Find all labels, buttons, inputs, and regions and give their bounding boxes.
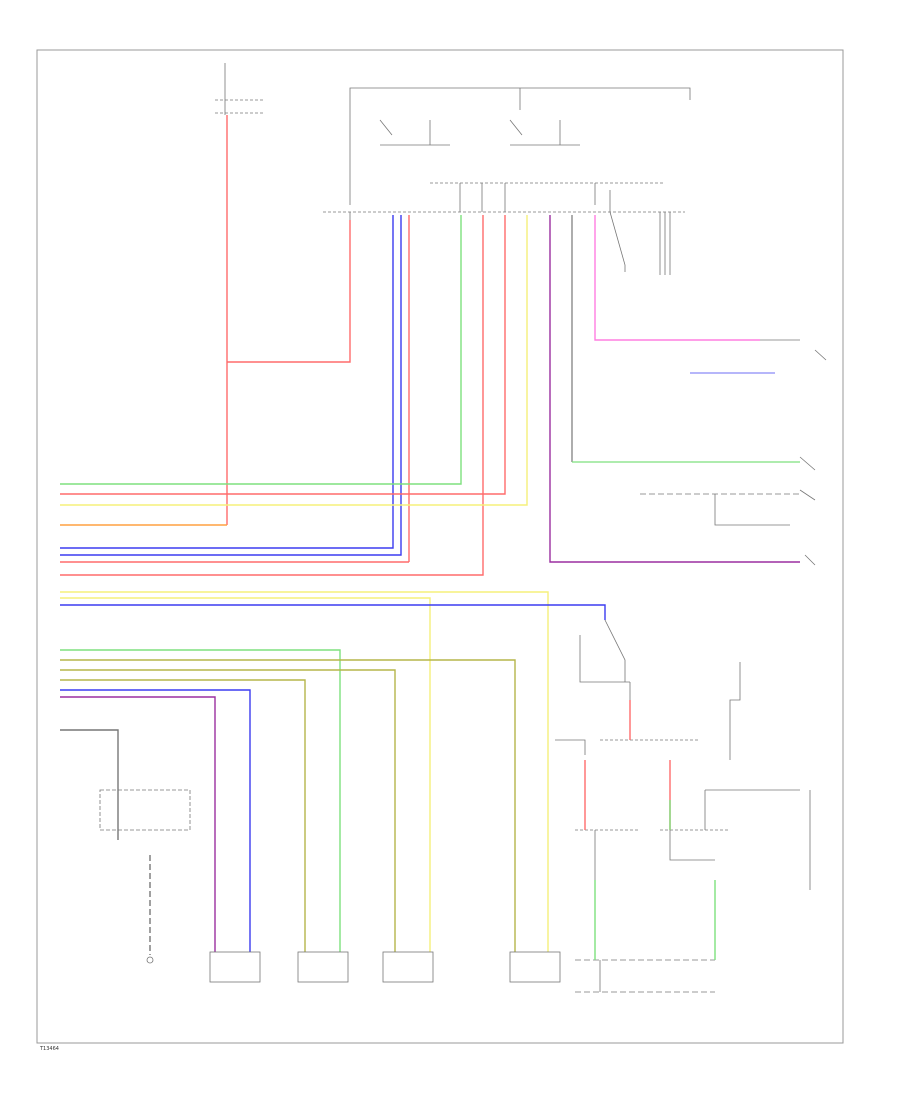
wire-bundle-lower <box>60 649 516 955</box>
right-switches <box>640 339 827 566</box>
wire-green-top <box>60 215 462 485</box>
wire-yellow-top <box>60 215 528 506</box>
diagram-code: T13464 <box>40 1046 59 1052</box>
top-switch-block <box>323 87 691 220</box>
wire-gray-green <box>571 215 800 463</box>
wire-mid-left <box>60 591 606 955</box>
lower-right-colored <box>584 700 716 960</box>
wire-red-main <box>226 115 351 525</box>
connector-stubs <box>459 183 671 275</box>
bottom-components <box>99 789 561 983</box>
diagram-border <box>36 49 844 1044</box>
wire-red-top <box>60 215 506 576</box>
fuse-block-top <box>215 63 265 115</box>
wire-purple <box>549 215 800 563</box>
wire-blue-pair <box>60 215 402 556</box>
lower-right-relays <box>555 619 811 993</box>
wire-pink <box>594 215 760 341</box>
